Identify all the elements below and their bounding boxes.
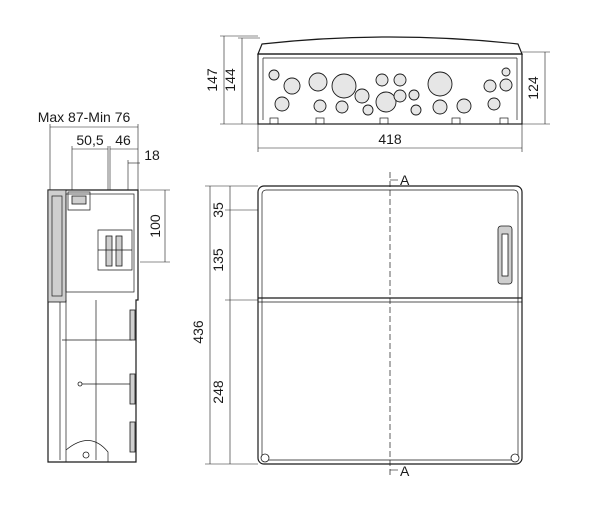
knockout-hole [375, 91, 397, 113]
knockout-hole [427, 71, 453, 97]
knockout-hole [501, 67, 511, 77]
knockout-hole [354, 88, 370, 104]
knockout-hole [393, 89, 407, 103]
knockout-hole [362, 104, 374, 116]
knockout-hole [456, 98, 472, 114]
knockout-hole [274, 96, 290, 112]
section-marker-top: A [400, 172, 410, 188]
dim-label-147: 147 [204, 68, 220, 92]
dim-label-46: 46 [115, 132, 131, 148]
dim-label-124: 124 [525, 76, 541, 100]
knockout-hole [268, 69, 280, 81]
dim-label-248: 248 [210, 380, 226, 404]
screw [260, 453, 270, 463]
top-view-body [257, 53, 523, 125]
top-view: 147 144 124 418 [204, 35, 550, 152]
dim-label-18: 18 [144, 147, 160, 163]
knockout-hole [410, 104, 422, 116]
knockout-hole [408, 89, 420, 101]
knockout-hole [487, 97, 501, 111]
knockout-hole [313, 99, 327, 113]
knockout-hole [331, 73, 357, 99]
side-view-outline [47, 189, 139, 463]
knockout-holes [268, 67, 513, 116]
top-view-lid [257, 36, 523, 55]
dim-label-100: 100 [147, 214, 163, 238]
section-marker-bottom: A [400, 463, 410, 479]
dim-label-144: 144 [222, 68, 238, 92]
front-view: A A 35 135 436 248 [190, 172, 523, 479]
knockout-hole [375, 73, 389, 87]
knockout-hole [308, 72, 328, 92]
dim-label-50-5: 50,5 [76, 132, 103, 148]
dim-label-436: 436 [190, 320, 206, 344]
dim-label-135: 135 [210, 248, 226, 272]
knockout-hole [335, 100, 349, 114]
knockout-hole [499, 78, 513, 92]
knockout-hole [283, 77, 301, 95]
side-view-module [97, 229, 133, 271]
side-view-door [47, 189, 67, 303]
dim-label-418: 418 [378, 131, 402, 147]
side-view-din-rail-area [65, 193, 135, 293]
dim-label-35: 35 [210, 202, 226, 218]
knockout-hole [483, 79, 497, 93]
knockout-hole [393, 73, 407, 87]
screw [510, 453, 520, 463]
side-view: Max 87-Min 76 50,5 46 18 100 [38, 109, 170, 463]
knockout-hole [432, 99, 448, 115]
dim-label-depth-range: Max 87-Min 76 [38, 109, 131, 125]
